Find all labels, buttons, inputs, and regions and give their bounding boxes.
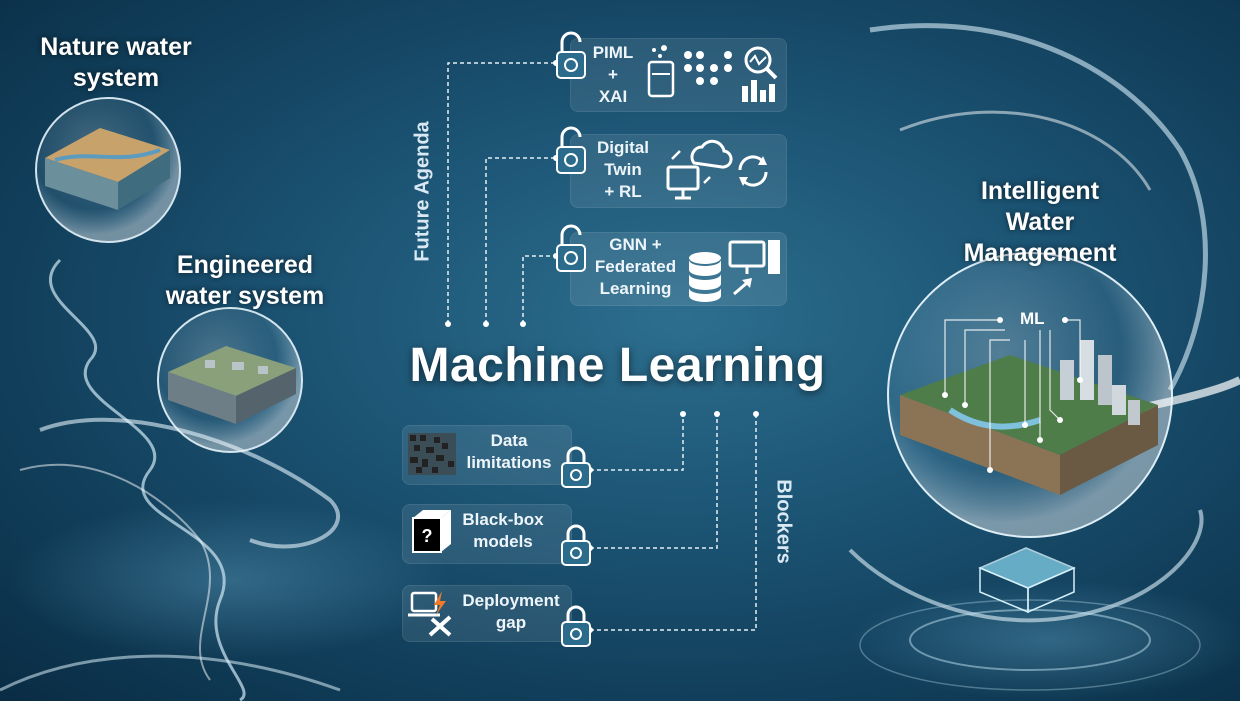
nature-bubble [35, 97, 181, 243]
city-bubble [887, 252, 1173, 614]
lock-icon [556, 224, 586, 272]
dots-icon [684, 51, 732, 85]
cloud-monitor-icon [666, 139, 733, 200]
cycle-icon [738, 155, 768, 187]
lock-icon [561, 524, 591, 566]
lock-icon [556, 31, 586, 79]
chart-magnifier-icon [742, 46, 778, 102]
blocker-card-deployment-label: Deployment gap [462, 591, 560, 632]
blocker-card-data-label: Data limitations [466, 431, 552, 472]
blockers-label: Blockers [772, 479, 795, 564]
intelligent-water-management-title: Intelligent Water Management [963, 177, 1117, 267]
computer-icon [728, 240, 780, 296]
nature-water-system-title: Nature water system [40, 33, 192, 92]
blocker-card-blackbox-label: Black-box models [462, 510, 544, 551]
engineered-water-system-title: Engineered water system [165, 251, 325, 310]
blocker-connectors [590, 414, 757, 631]
beaker-icon [647, 45, 675, 98]
engineered-bubble [157, 307, 303, 453]
future-card-piml-label: PIML + XAI [592, 43, 634, 106]
lock-icon [561, 605, 591, 647]
pixel-noise-icon [408, 433, 456, 475]
future-connectors [447, 62, 556, 324]
future-agenda-label: Future Agenda [411, 121, 434, 262]
svg-text:?: ? [422, 526, 433, 546]
laptop-tools-icon [408, 591, 452, 637]
future-card-digital-twin [570, 134, 787, 208]
database-icon [689, 252, 721, 302]
future-card-gnn [570, 232, 787, 306]
lock-icon [556, 126, 586, 174]
ml-label: ML [1020, 309, 1045, 328]
future-card-gnn-label: GNN + Federated Learning [594, 235, 677, 298]
machine-learning-title: Machine Learning [409, 339, 826, 392]
question-box-icon: ? [412, 510, 451, 553]
lock-icon [561, 446, 591, 488]
future-card-digital-twin-label: Digital Twin + RL [597, 138, 649, 201]
